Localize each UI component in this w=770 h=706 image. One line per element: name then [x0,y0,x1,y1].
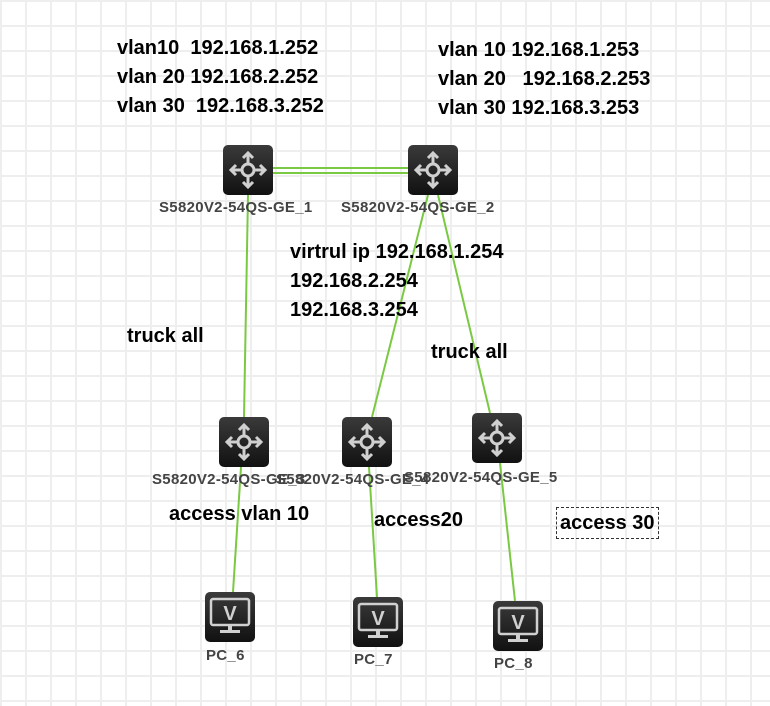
note-line: vlan 20 192.168.2.253 [438,68,651,90]
truck-right-note: truck all [431,341,508,363]
link-sw1-sw3[interactable] [243,194,249,418]
device-label: PC_7 [354,651,393,668]
sw2-vlan-note: vlan 10 192.168.1.253 vlan 20 192.168.2.… [438,36,650,123]
device-label: PC_8 [494,655,533,672]
sw5-device[interactable] [472,413,522,463]
sw1-device[interactable] [223,145,273,195]
link-sw2-sw4[interactable] [371,194,429,418]
access10-note: access vlan 10 [169,503,310,525]
device-label: S5820V2-54QS-GE_2 [341,199,495,216]
truck-left-note: truck all [127,325,204,347]
link-sw2-sw5[interactable] [437,194,491,414]
note-line: virtrul ip 192.168.1.254 [290,241,504,263]
note-line: vlan10 192.168.1.252 [117,37,319,59]
link-sw3-pc6[interactable] [232,466,242,593]
virtual-ip-note: virtrul ip 192.168.1.254 192.168.2.254 1… [290,238,503,325]
note-line: vlan 10 192.168.1.253 [438,39,640,61]
note-line: vlan 30 192.168.3.253 [438,97,640,119]
pc7-device[interactable]: V [353,597,403,647]
device-label: PC_6 [206,647,245,664]
svg-text:V: V [371,608,385,630]
note-line: vlan 30 192.168.3.252 [117,95,324,117]
sw4-device[interactable] [342,417,392,467]
link-sw4-pc7[interactable] [368,466,378,598]
pc6-device[interactable]: V [205,592,255,642]
sw3-device[interactable] [219,417,269,467]
device-label: S5820V2-54QS-GE_3 [152,471,306,488]
access30-note: access 30 [556,507,659,539]
access20-note: access20 [374,509,463,531]
pc8-device[interactable]: V [493,601,543,651]
device-label: S5820V2-54QS-GE_4 [276,471,430,488]
device-label: S5820V2-54QS-GE_5 [404,469,558,486]
sw1-vlan-note: vlan10 192.168.1.252 vlan 20 192.168.2.2… [117,34,324,121]
device-label: S5820V2-54QS-GE_1 [159,199,313,216]
note-line: vlan 20 192.168.2.252 [117,66,319,88]
note-line: 192.168.3.254 [290,299,418,321]
sw2-device[interactable] [408,145,458,195]
svg-text:V: V [223,603,237,625]
link-sw5-pc8[interactable] [499,462,516,602]
svg-text:V: V [511,612,525,634]
note-line: 192.168.2.254 [290,270,418,292]
